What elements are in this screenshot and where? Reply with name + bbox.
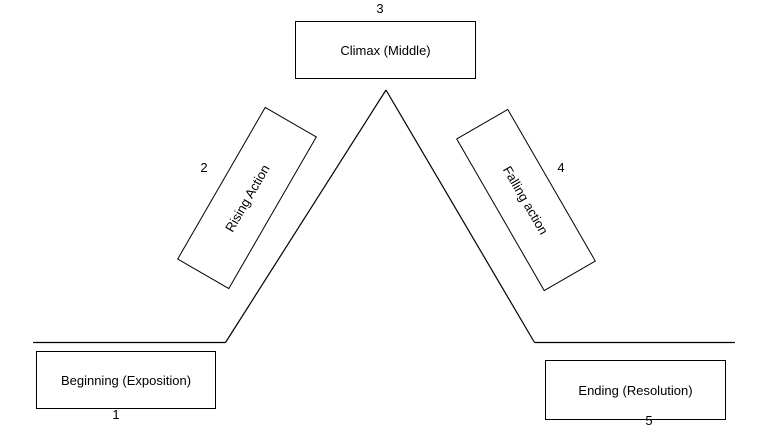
climax-number: 3 bbox=[376, 1, 384, 16]
rising-slope-line bbox=[224, 89, 387, 343]
falling-action-label: Falling action bbox=[500, 163, 552, 237]
ending-box: Ending (Resolution) bbox=[545, 360, 726, 420]
ending-number: 5 bbox=[645, 413, 653, 428]
rising-action-label: Rising Action bbox=[221, 161, 273, 235]
rising-action-number: 2 bbox=[200, 160, 208, 175]
falling-action-number: 4 bbox=[557, 160, 565, 175]
beginning-number: 1 bbox=[112, 407, 120, 422]
climax-label: Climax (Middle) bbox=[340, 42, 431, 58]
beginning-label: Beginning (Exposition) bbox=[60, 372, 192, 388]
climax-box: Climax (Middle) bbox=[295, 21, 476, 79]
ending-label: Ending (Resolution) bbox=[578, 382, 693, 398]
falling-slope-line bbox=[385, 89, 536, 343]
beginning-box: Beginning (Exposition) bbox=[36, 351, 216, 409]
